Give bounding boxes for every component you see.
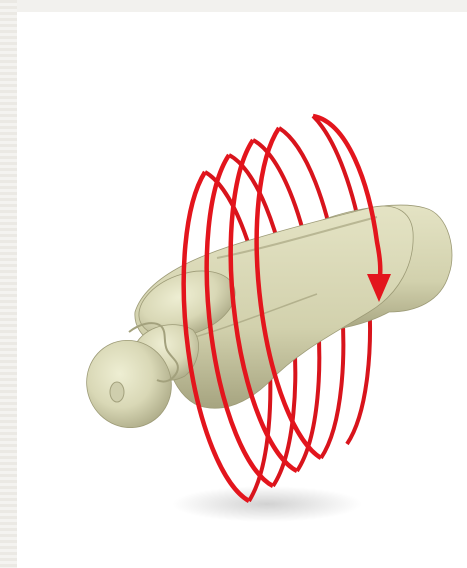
figure-canvas — [17, 12, 467, 568]
ground-shadow — [172, 486, 362, 522]
scan-illustration — [17, 12, 467, 568]
left-border-stripe — [0, 0, 17, 568]
ear — [110, 382, 124, 402]
